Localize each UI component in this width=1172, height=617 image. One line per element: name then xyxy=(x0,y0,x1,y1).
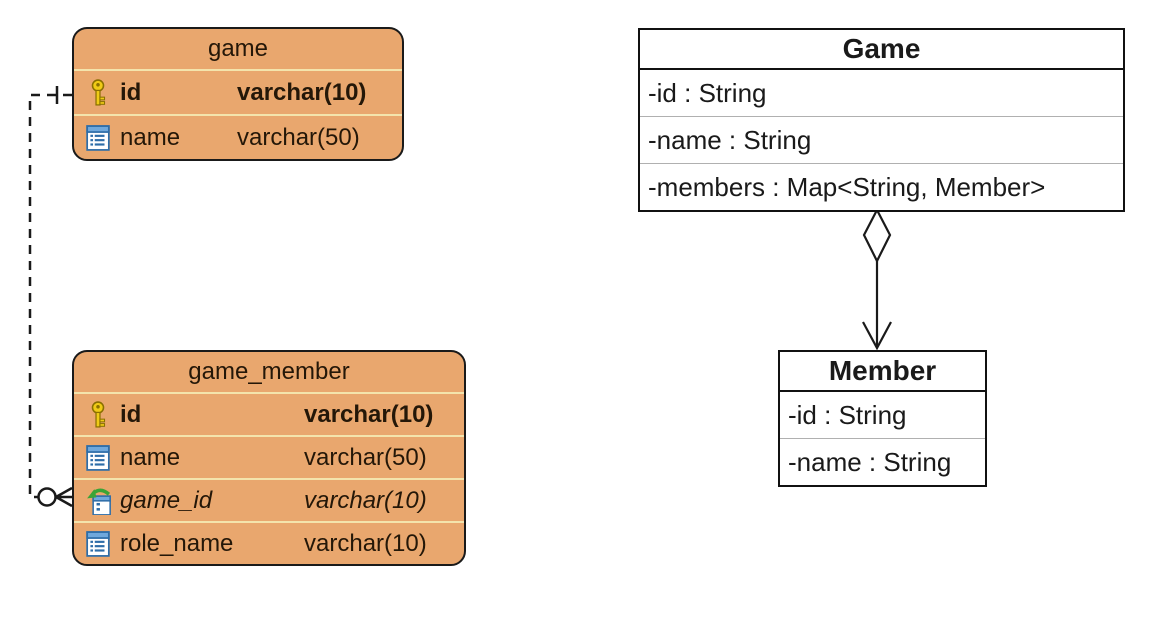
column-type: varchar(10) xyxy=(304,400,434,428)
column-icon xyxy=(84,530,112,558)
uml-class-member: Member -id : String -name : String xyxy=(778,350,987,487)
column-name: name xyxy=(120,123,181,151)
uml-attribute: -name : String xyxy=(640,117,1123,164)
er-row-game-name: name varchar(50) xyxy=(74,114,402,159)
column-icon xyxy=(84,444,112,472)
er-row-game-member-name: name varchar(50) xyxy=(74,435,464,478)
er-row-game-member-role-name: role_name varchar(10) xyxy=(74,521,464,564)
uml-class-game-title: Game xyxy=(640,30,1123,70)
column-type: varchar(10) xyxy=(237,78,367,106)
er-table-game: game id varchar(10) xyxy=(72,27,404,161)
column-type: varchar(10) xyxy=(304,486,427,514)
column-name: game_id xyxy=(120,486,213,514)
column-name: id xyxy=(120,78,142,106)
open-arrowhead-icon xyxy=(862,321,892,351)
key-icon xyxy=(84,78,112,107)
uml-attribute: -name : String xyxy=(788,447,952,477)
key-icon xyxy=(84,400,112,429)
uml-class-game: Game -id : String -name : String -member… xyxy=(638,28,1125,212)
column-name: role_name xyxy=(120,529,234,557)
column-type: varchar(50) xyxy=(304,443,427,471)
column-type: varchar(50) xyxy=(237,123,360,151)
er-table-game-title: game xyxy=(207,35,269,62)
aggregation-diamond-icon xyxy=(862,207,892,264)
er-row-game-member-id: id varchar(10) xyxy=(74,392,464,435)
uml-attribute: -members : Map<String, Member> xyxy=(648,172,1046,202)
uml-class-member-title: Member xyxy=(780,352,985,392)
er-row-game-member-game-id: game_id varchar(10) xyxy=(74,478,464,521)
er-row-game-id: id varchar(10) xyxy=(74,69,402,114)
er-relationship-dashed-line xyxy=(28,93,72,499)
column-name: name xyxy=(120,443,181,471)
er-table-game-member-title: game_member xyxy=(188,358,350,385)
uml-attribute: -id : String xyxy=(640,70,1123,117)
column-name: id xyxy=(120,400,142,428)
zero-cardinality-circle-icon xyxy=(37,487,57,507)
column-type: varchar(10) xyxy=(304,529,427,557)
er-table-game-member: game_member id varchar(10) xyxy=(72,350,466,566)
uml-attribute: -id : String xyxy=(780,392,985,439)
crows-foot-icon xyxy=(55,486,73,508)
column-icon xyxy=(84,124,112,152)
foreign-key-icon xyxy=(84,487,112,515)
